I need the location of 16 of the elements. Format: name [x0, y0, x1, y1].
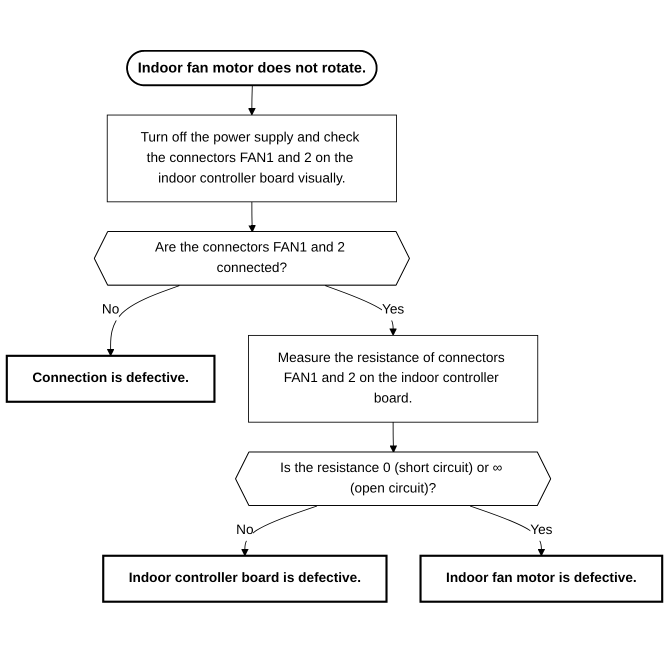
node-box: Indoor fan motor is defective. [419, 554, 664, 603]
node-box: Connection is defective. [6, 355, 216, 404]
arrow [248, 202, 256, 233]
arrow [324, 285, 397, 336]
edge-label: No [102, 302, 120, 318]
node-box: Turn off the power supply and check the connectors FAN1 and 2 on the indoor controller board visually. [106, 114, 397, 202]
edge-label: No [236, 523, 254, 538]
arrow [390, 422, 398, 453]
arrow [241, 506, 318, 556]
arrow [106, 285, 180, 356]
edge-label: Yes [382, 302, 404, 318]
node-box: Indoor controller board is defective. [102, 554, 388, 603]
node-box: Measure the resistance of connectors FAN1 and 2 on the indoor controller board. [248, 335, 538, 423]
arrow [248, 86, 256, 116]
edge-label: Yes [530, 523, 552, 538]
arrow [470, 506, 546, 556]
